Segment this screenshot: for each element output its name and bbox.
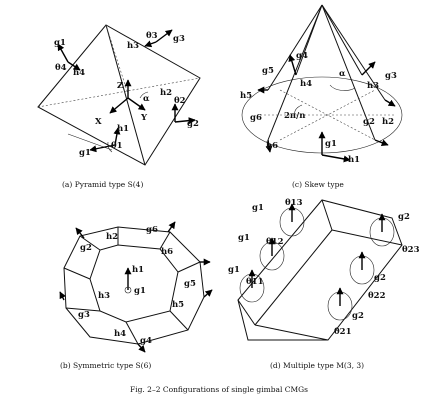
label-g2-d-low: g2: [352, 311, 364, 321]
label-g1-c: g1: [325, 139, 337, 149]
caption-b: (b) Symmetric type S(6): [60, 361, 151, 370]
label-g6-c: g6: [250, 113, 262, 123]
label-g2-a: g2: [187, 119, 199, 129]
label-theta1-a: θ1: [111, 141, 123, 151]
label-h1-b: h1: [132, 265, 144, 275]
pyramid-drawing: [37, 24, 201, 166]
label-g5-c: g5: [262, 66, 274, 76]
label-g3-a: g3: [173, 34, 185, 44]
label-theta13-d: θ13: [285, 198, 303, 208]
label-h2-b: h2: [106, 232, 118, 242]
label-h2-c: h2: [382, 117, 394, 127]
skew-drawing: [241, 4, 403, 163]
label-g4-a: g1: [54, 38, 66, 48]
label-h4-a: h4: [73, 68, 85, 78]
symmetric-drawing: [59, 221, 213, 353]
label-theta2-a: θ2: [174, 96, 186, 106]
label-g2-d-mid: g2: [374, 273, 386, 283]
label-theta11-d: θ11: [246, 277, 264, 287]
label-g2-b: g2: [80, 243, 92, 253]
label-g2-d-top: g2: [398, 212, 410, 222]
caption-c: (c) Skew type: [292, 180, 344, 189]
label-theta12-d: θ12: [266, 237, 284, 247]
label-g5-b: g5: [184, 279, 196, 289]
label-theta23-d: θ23: [402, 245, 420, 255]
multiple-drawing: [237, 199, 403, 341]
label-g1-b: g1: [134, 286, 146, 296]
panel-a-pyramid: g1 θ4 h4 h3 θ3 g3 Z α h2 θ2 X Y g2 h1 θ1…: [37, 24, 201, 189]
figure-caption: Fig. 2–2 Configurations of single gimbal…: [130, 385, 308, 394]
label-theta21-d: θ21: [334, 327, 352, 337]
label-h4-c: h4: [300, 79, 312, 89]
label-h5-c: h5: [240, 91, 252, 101]
label-h6-c: h6: [266, 141, 278, 151]
label-g4-c: g4: [296, 51, 308, 61]
label-h3-a: h3: [127, 41, 139, 51]
label-theta3-a: θ3: [146, 31, 158, 41]
label-h3-c: h3: [367, 81, 379, 91]
label-g4-b: g4: [140, 336, 152, 346]
label-2pi-n-c: 2π/n: [284, 111, 305, 121]
panel-b-symmetric: h2 g6 g2 h6 h1 g5 g1 h3 h5 g3 h4 g4 (b) …: [59, 221, 213, 370]
label-g2-c: g2: [363, 117, 375, 127]
label-g1-d-low: g1: [228, 265, 240, 275]
panel-d-multiple: g1 θ13 g2 g1 θ12 θ23 g1 θ11 g2 θ22 g2 θ2…: [228, 198, 420, 370]
label-x-a: X: [95, 117, 102, 127]
label-h2-a: h2: [160, 88, 172, 98]
panel-c-skew: g4 g5 h4 α g3 h3 h5 2π/n g6 g2 h2 h6 g1 …: [240, 4, 403, 189]
label-alpha-a: α: [143, 94, 150, 104]
label-h3-b: h3: [98, 291, 110, 301]
label-g6-b: g6: [146, 225, 158, 235]
label-alpha-c: α: [339, 69, 346, 79]
label-y-a: Y: [140, 113, 148, 123]
caption-d: (d) Multiple type M(3, 3): [270, 361, 364, 370]
label-g3-b: g3: [78, 310, 90, 320]
label-z-a: Z: [117, 81, 123, 91]
label-h1-c: h1: [348, 155, 360, 165]
label-g3-c: g3: [385, 71, 397, 81]
label-g1-d-top: g1: [252, 203, 264, 213]
caption-a: (a) Pyramid type S(4): [62, 180, 143, 189]
label-g1-d-mid: g1: [238, 233, 250, 243]
label-theta4-a: θ4: [55, 63, 67, 73]
label-h6-b: h6: [161, 247, 173, 257]
label-g1-a: g1: [79, 148, 91, 158]
label-h1-a: h1: [117, 124, 129, 134]
label-h5-b: h5: [172, 300, 184, 310]
label-theta22-d: θ22: [368, 291, 386, 301]
label-h4-b: h4: [114, 329, 126, 339]
